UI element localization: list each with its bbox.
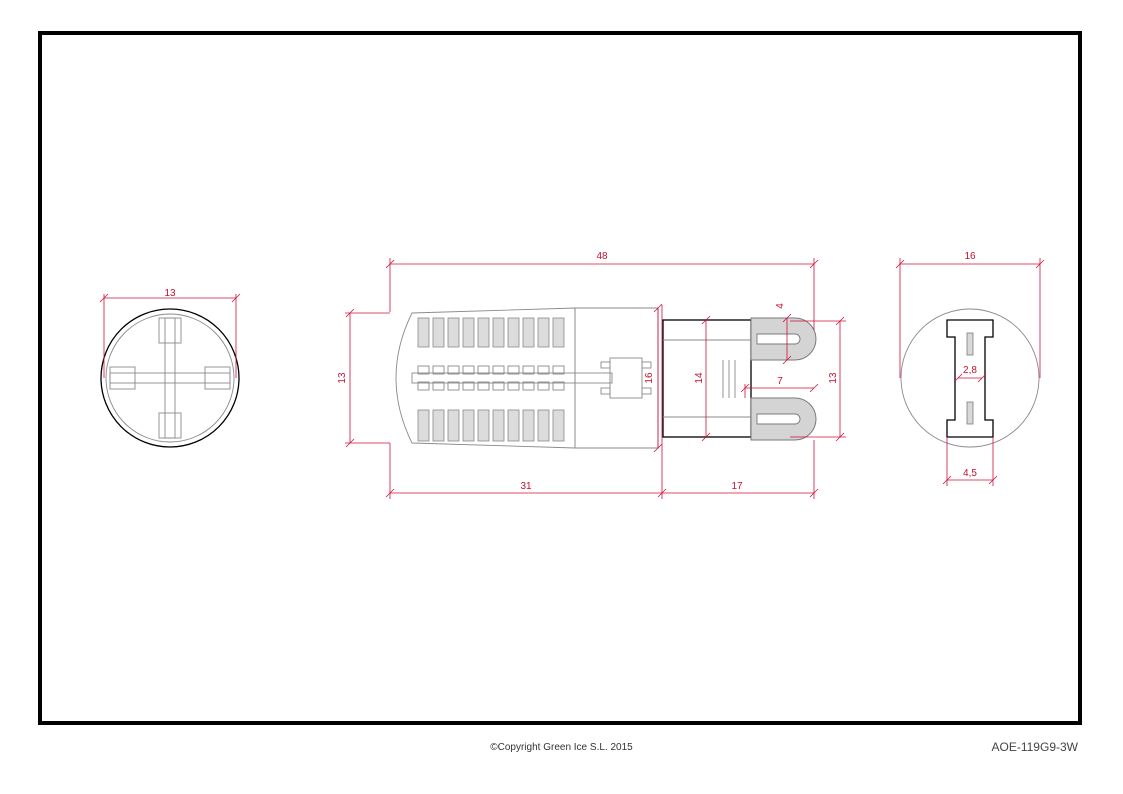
led-row-middle <box>417 365 565 391</box>
led-chip-middle <box>417 381 430 391</box>
drawing-frame <box>38 31 1082 725</box>
led-chip-middle <box>477 365 490 375</box>
led-chip-bottom <box>552 409 565 442</box>
led-chip-middle <box>447 381 460 391</box>
led-row-bottom <box>417 409 565 442</box>
led-chip-top <box>477 317 490 348</box>
led-chip-middle <box>447 365 460 375</box>
dim-base-height: 14 <box>694 372 705 384</box>
led-chip-middle <box>417 365 430 375</box>
dim-body-length: 31 <box>520 481 532 492</box>
dim-body-height: 13 <box>337 372 348 384</box>
left-view-tab-right <box>204 366 231 390</box>
led-chip-middle <box>537 365 550 375</box>
led-chip-top <box>417 317 430 348</box>
led-chip-middle <box>462 365 475 375</box>
led-chip-top <box>507 317 520 348</box>
center-connector <box>609 357 643 399</box>
led-chip-middle <box>492 365 505 375</box>
led-chip-top <box>462 317 475 348</box>
left-view-inner-circle <box>105 313 235 443</box>
led-chip-middle <box>507 381 520 391</box>
led-row-top <box>417 317 565 348</box>
led-chip-middle <box>537 381 550 391</box>
right-view-pin-top <box>966 332 974 356</box>
led-chip-bottom <box>477 409 490 442</box>
led-chip-bottom <box>522 409 535 442</box>
led-chip-bottom <box>417 409 430 442</box>
dim-right-diameter: 16 <box>964 251 976 262</box>
bulb-body <box>395 307 576 449</box>
led-chip-middle <box>522 381 535 391</box>
led-chip-top <box>522 317 535 348</box>
left-view: 13 <box>99 288 241 448</box>
left-view-tab-left <box>109 366 136 390</box>
led-chip-middle <box>477 381 490 391</box>
led-chip-bottom <box>432 409 445 442</box>
led-chip-top <box>447 317 460 348</box>
left-view-vertical-bar <box>164 317 176 439</box>
dim-body-end: 16 <box>644 372 655 384</box>
led-chip-top <box>492 317 505 348</box>
model-code: AOE-119G9-3W <box>991 740 1078 754</box>
right-view-circle <box>900 308 1040 448</box>
dim-pin-span: 13 <box>828 372 839 384</box>
left-view-horizontal-bar <box>109 372 231 384</box>
bulb-base <box>662 319 752 438</box>
led-chip-middle <box>492 381 505 391</box>
side-view: 48 31 17 13 16 14 4 <box>337 251 846 499</box>
center-wire <box>411 372 613 384</box>
led-chip-middle <box>507 365 520 375</box>
led-chip-middle <box>432 381 445 391</box>
dim-pin-gap: 2,8 <box>963 365 977 376</box>
right-view-pin-bottom <box>966 401 974 425</box>
led-chip-bottom <box>447 409 460 442</box>
dim-pin-spacing: 4,5 <box>963 468 977 479</box>
led-chip-middle <box>462 381 475 391</box>
dim-pin-length: 7 <box>777 376 783 387</box>
dim-base-length: 17 <box>731 481 743 492</box>
right-view: 16 2,8 4,5 <box>895 251 1045 486</box>
led-chip-bottom <box>537 409 550 442</box>
led-chip-top <box>432 317 445 348</box>
led-chip-middle <box>552 365 565 375</box>
dim-pin-width: 4 <box>775 303 786 309</box>
led-chip-middle <box>552 381 565 391</box>
led-chip-middle <box>522 365 535 375</box>
left-view-outer-circle <box>100 308 240 448</box>
left-view-tab-bottom <box>158 412 182 439</box>
copyright-text: ©Copyright Green Ice S.L. 2015 <box>490 742 633 753</box>
led-chip-bottom <box>462 409 475 442</box>
dim-left-width: 13 <box>164 288 176 299</box>
led-chip-top <box>552 317 565 348</box>
dim-total-length: 48 <box>596 251 608 262</box>
led-chip-top <box>537 317 550 348</box>
led-chip-middle <box>432 365 445 375</box>
left-view-tab-top <box>158 317 182 344</box>
led-chip-bottom <box>507 409 520 442</box>
led-chip-bottom <box>492 409 505 442</box>
